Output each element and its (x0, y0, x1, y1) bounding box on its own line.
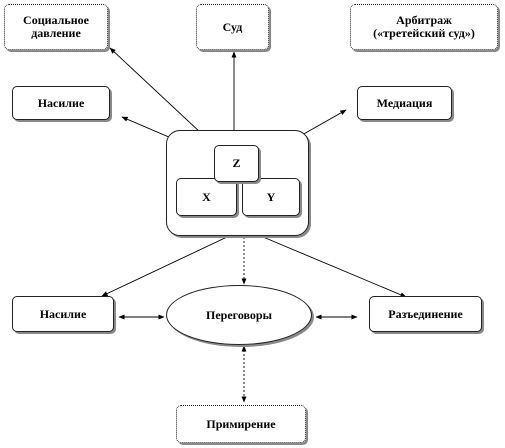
node-arbitration-label-line2: («третейский суд») (373, 26, 475, 40)
node-separation: Разъединение (369, 296, 482, 332)
node-negotiations: Переговоры (166, 285, 312, 345)
node-mediation-label: Медиация (376, 95, 433, 110)
node-court-label: Суд (222, 19, 243, 34)
node-reconciliation-label: Примирение (206, 416, 276, 431)
node-violence-bottom-label: Насилие (39, 306, 87, 321)
node-separation-label: Разъединение (388, 306, 463, 321)
node-social-pressure: Социальное давление (4, 4, 108, 50)
node-x: X (176, 178, 237, 216)
node-z: Z (214, 145, 259, 182)
node-arbitration-label-line1: Арбитраж (396, 13, 452, 27)
node-mediation: Медиация (357, 86, 452, 120)
node-court: Суд (196, 4, 269, 50)
node-violence-top-label: Насилие (37, 95, 85, 110)
node-y: Y (242, 178, 300, 216)
node-social-pressure-label: Социальное давление (23, 13, 89, 40)
arrow-xy-to-violence-bottom (101, 228, 245, 297)
arrow-xy-to-separation (243, 228, 407, 298)
node-violence-top: Насилие (12, 86, 110, 120)
node-arbitration: Арбитраж («третейский суд») (350, 4, 498, 50)
node-reconciliation: Примирение (176, 405, 306, 443)
node-violence-bottom: Насилие (12, 296, 114, 332)
node-y-label: Y (266, 189, 276, 204)
node-x-label: X (202, 189, 211, 204)
node-negotiations-label: Переговоры (206, 307, 272, 322)
node-z-label: Z (232, 156, 241, 170)
